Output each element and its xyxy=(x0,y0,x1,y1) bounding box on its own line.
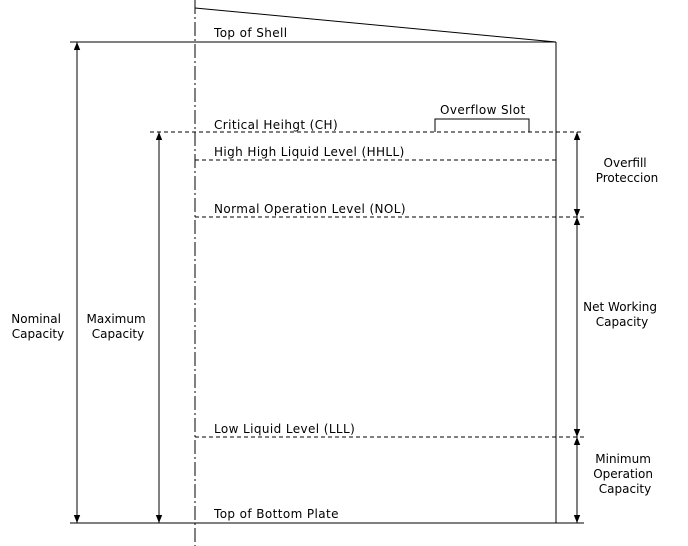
lll-label: Low Liquid Level (LLL) xyxy=(214,422,355,436)
hhll-label: High High Liquid Level (HHLL) xyxy=(214,145,405,159)
tank-roof-line xyxy=(194,7,557,43)
overfill-protection-label: Overfill Proteccion xyxy=(596,156,659,185)
nominal-capacity-label: Nominal Capacity xyxy=(11,312,64,341)
nol-label: Normal Operation Level (NOL) xyxy=(214,202,406,216)
critical-height-label: Critical Heihgt (CH) xyxy=(214,118,338,132)
net-working-capacity-label: Net Working Capacity xyxy=(583,300,661,329)
overflow-slot-label: Overflow Slot xyxy=(440,103,526,117)
overflow-slot-bracket xyxy=(434,118,530,132)
top-of-bottom-plate-label: Top of Bottom Plate xyxy=(213,507,339,521)
top-of-shell-label: Top of Shell xyxy=(213,26,288,40)
minimum-operation-capacity-label: Minimum Operation Capacity xyxy=(593,452,657,496)
maximum-capacity-label: Maximum Capacity xyxy=(87,312,150,341)
